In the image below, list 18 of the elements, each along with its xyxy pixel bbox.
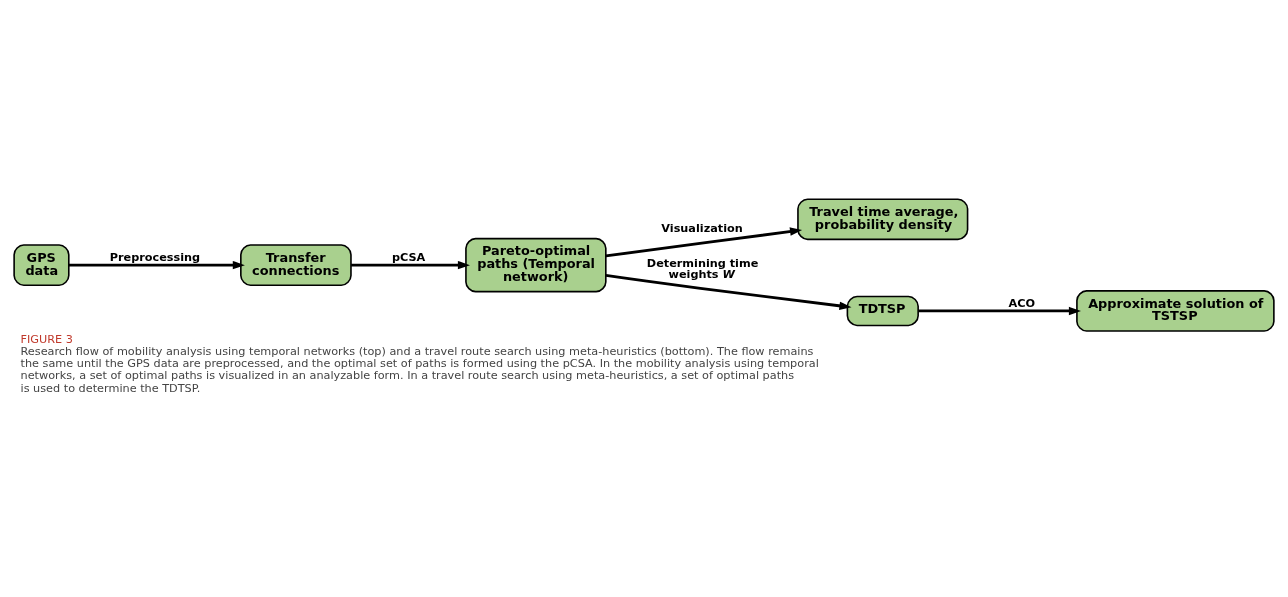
caption: Research flow of mobility analysis using temporal networks (top) and a travel route search using meta-heuristics (bottom). The flow remains the same until the GPS data are preprocessed, and the optimal set of paths is formed using the pCSA. In the mobility analysis using temporal networks, a set of optimal paths is visualized in an analyzable form. In a travel route search using meta-heuristics, a set of optimal paths is used to determine the TDTSP. (20, 345, 819, 395)
node-box: GPS data (13, 244, 70, 287)
arrow (351, 260, 470, 270)
diagram-title: FIGURE 3 (20, 333, 73, 347)
node-box: Travel time average, probability density (797, 198, 969, 241)
node-box: Approximate solution of TSTSP (1076, 290, 1275, 332)
edge-label: Determining time weights W (646, 256, 759, 282)
arrow (68, 260, 245, 270)
arrow (605, 227, 803, 258)
arrow (918, 306, 1081, 316)
edge-label: Preprocessing (109, 251, 201, 265)
edge-label: pCSA (391, 251, 426, 265)
edge-label: Visualization (661, 222, 743, 236)
node-box: Transfer connections (240, 244, 352, 287)
edge-label: ACO (1008, 297, 1036, 311)
node-box: TDTSP (846, 295, 919, 327)
node-box: Pareto-optimal paths (Temporal network) (465, 237, 607, 293)
arrow (605, 274, 852, 311)
